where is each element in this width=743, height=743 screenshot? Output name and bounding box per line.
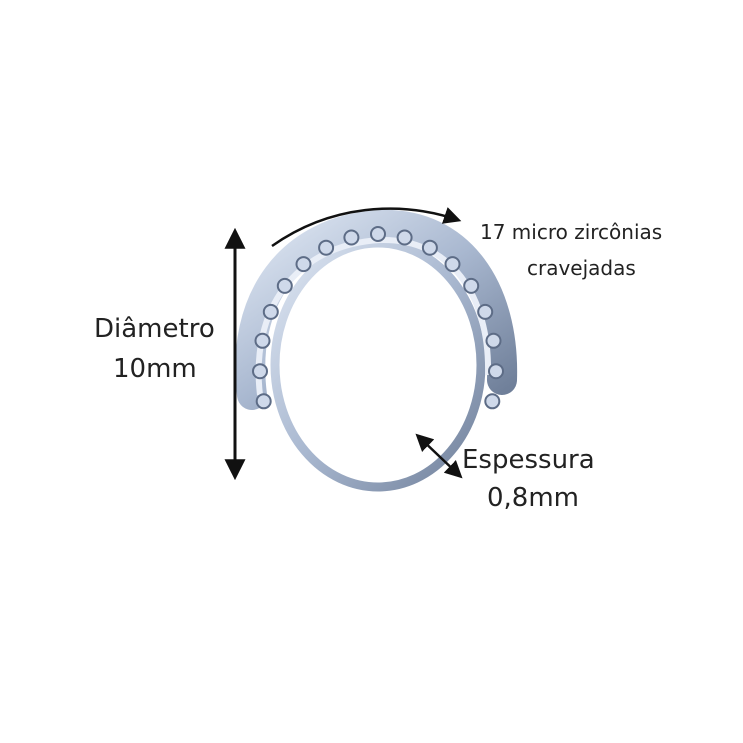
zirconia-stone: [370, 226, 386, 242]
zirconia-stone: [421, 239, 438, 256]
zirconia-stone: [276, 277, 293, 294]
thickness-value: 0,8mm: [487, 483, 580, 513]
zirconia-stone: [396, 229, 413, 246]
zirconia-stone: [255, 393, 272, 410]
zirconia-stone: [262, 303, 279, 320]
zirconia-stone: [485, 332, 502, 349]
thickness-label: Espessura: [462, 445, 595, 475]
diameter-value: 10mm: [113, 354, 197, 384]
thickness-arrow: [415, 433, 463, 479]
zirconia-stone: [488, 363, 504, 380]
zirconia-stone: [484, 393, 501, 410]
diameter-label: Diâmetro: [94, 314, 215, 344]
zirconia-stone: [444, 256, 461, 273]
zirconia-stone: [477, 303, 494, 320]
zirconia-stone: [318, 239, 335, 256]
zirconia-stone: [254, 332, 271, 349]
stones-arrow: [271, 207, 462, 248]
zirconia-stone: [295, 256, 312, 273]
stones-label-2: cravejadas: [527, 256, 636, 280]
stones-label: 17 micro zircônias: [480, 220, 663, 244]
zirconia-stones: [252, 226, 504, 410]
zirconia-stone: [463, 277, 480, 294]
ring: [235, 209, 518, 492]
zirconia-stone: [343, 229, 360, 246]
zirconia-stone: [252, 363, 268, 380]
